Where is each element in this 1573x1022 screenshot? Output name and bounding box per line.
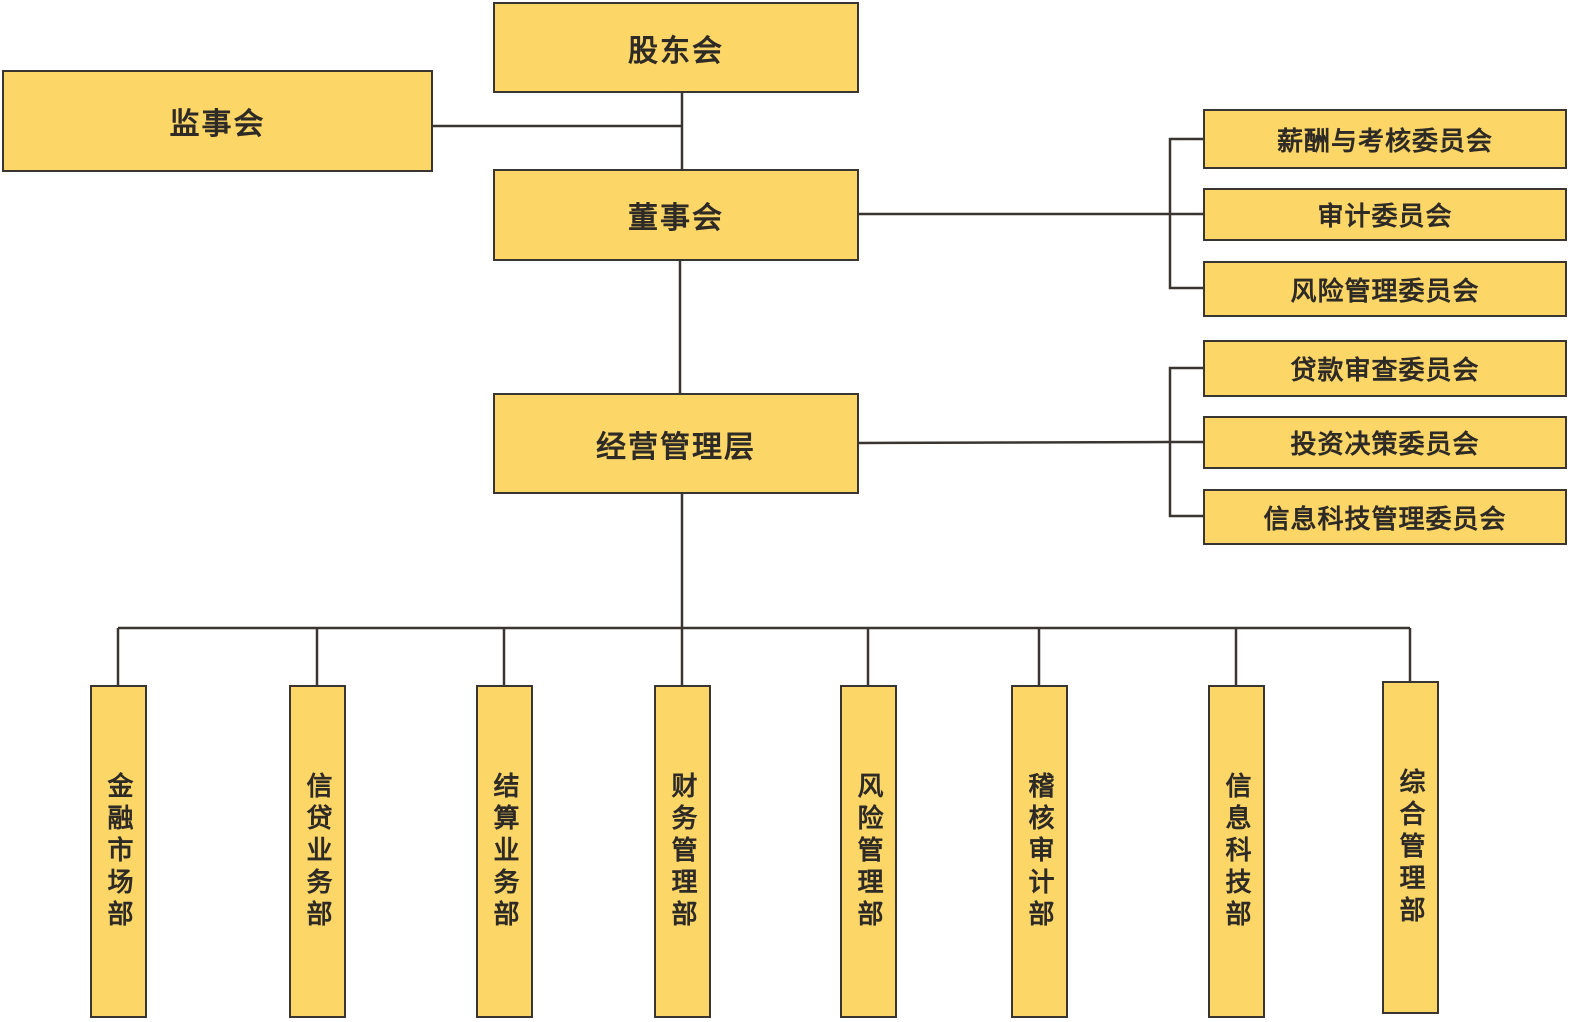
board-of-directors-box: 董事会 xyxy=(493,169,859,261)
board-committee-box: 风险管理委员会 xyxy=(1203,261,1567,317)
shareholders-meeting-box: 股东会 xyxy=(493,2,859,93)
management-committee-box: 投资决策委员会 xyxy=(1203,416,1567,469)
department-box: 稽核审计部 xyxy=(1011,685,1068,1018)
management-committee-box: 信息科技管理委员会 xyxy=(1203,489,1567,545)
senior-management-box: 经营管理层 xyxy=(493,393,859,494)
department-box: 财务管理部 xyxy=(654,685,711,1018)
board-committee-box: 审计委员会 xyxy=(1203,188,1567,241)
supervisory-board-box: 监事会 xyxy=(2,70,433,172)
department-box: 信贷业务部 xyxy=(289,685,346,1018)
department-box: 金融市场部 xyxy=(90,685,147,1018)
management-committee-box: 贷款审查委员会 xyxy=(1203,340,1567,397)
department-box: 结算业务部 xyxy=(476,685,533,1018)
department-box: 信息科技部 xyxy=(1208,685,1265,1018)
department-box: 综合管理部 xyxy=(1382,681,1439,1014)
department-box: 风险管理部 xyxy=(840,685,897,1018)
board-committee-box: 薪酬与考核委员会 xyxy=(1203,109,1567,169)
